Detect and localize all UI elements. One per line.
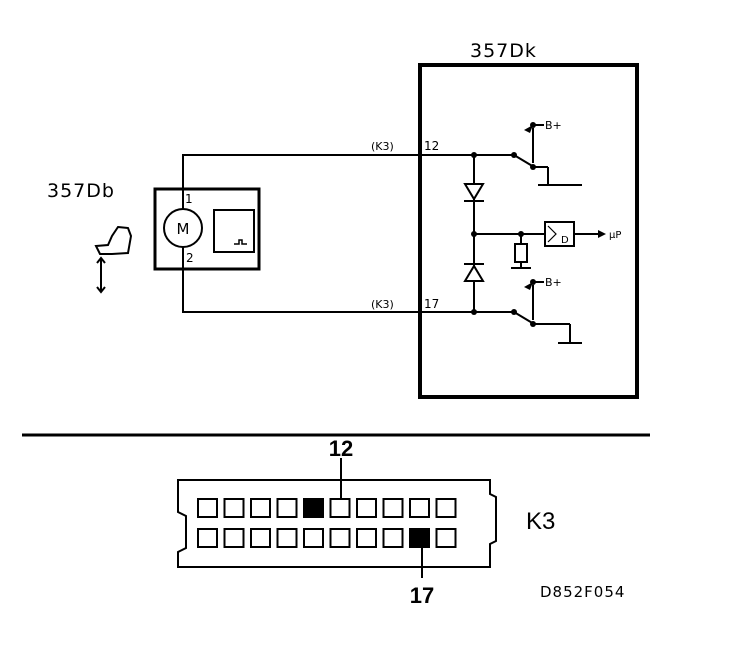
connector-pin xyxy=(356,528,377,548)
connector-pin xyxy=(276,498,298,518)
pulse-icon xyxy=(234,239,247,245)
ecu-box xyxy=(418,63,639,399)
connector-pin-highlighted xyxy=(303,498,324,518)
connector-pin xyxy=(329,528,351,548)
wire-top-pin: 12 xyxy=(424,139,439,153)
flipflop-box xyxy=(544,221,575,247)
motor-symbol-letter: M xyxy=(177,220,190,238)
connector-housing xyxy=(177,479,497,568)
connector-pin xyxy=(303,528,324,548)
ecu-label: 357Dk xyxy=(470,40,537,62)
connector-pin xyxy=(382,498,404,518)
coil-arrow-bottom xyxy=(524,282,533,290)
wire-bottom-connector: (K3) xyxy=(371,298,394,311)
supply-bottom: B+ xyxy=(545,276,562,289)
resistor xyxy=(514,243,528,263)
connector-pin xyxy=(435,528,457,548)
connector-pin xyxy=(409,498,430,518)
connector-pin xyxy=(435,498,457,518)
motor-component-label: 357Db xyxy=(47,180,115,202)
connector-pin xyxy=(276,528,298,548)
flipflop-letter: D xyxy=(561,235,569,246)
connector-pin xyxy=(223,528,245,548)
wire-top-connector: (K3) xyxy=(371,140,394,153)
motor-pin-1: 1 xyxy=(185,192,193,206)
wire-bottom xyxy=(182,247,420,313)
motor-pin-2: 2 xyxy=(186,251,194,265)
seat-icon xyxy=(94,225,133,294)
connector-pin xyxy=(329,498,351,518)
connector-name: K3 xyxy=(526,508,555,535)
connector-pin xyxy=(356,498,377,518)
connector-pin xyxy=(197,498,218,518)
motor-module-box xyxy=(153,187,261,271)
drawing-code: D852F054 xyxy=(540,583,625,601)
connector-pin xyxy=(250,498,271,518)
junction-bottom xyxy=(471,309,477,315)
connector-pin-highlighted xyxy=(409,528,430,548)
connector-pin xyxy=(382,528,404,548)
relay-switch-top xyxy=(513,124,582,186)
connector-pin-bottom-label: 17 xyxy=(410,583,434,608)
hall-sensor-box xyxy=(213,209,255,253)
connector-pin xyxy=(223,498,245,518)
connector-pin-top-label: 12 xyxy=(329,436,353,461)
output-label: μP xyxy=(609,230,621,241)
output-arrow xyxy=(598,230,606,238)
relay-switch-bottom xyxy=(513,281,582,344)
connector-pin xyxy=(197,528,218,548)
connector-pin xyxy=(250,528,271,548)
junction-top xyxy=(471,152,477,158)
connector-pin-row-2 xyxy=(197,528,457,548)
wire-top xyxy=(182,154,420,209)
coil-arrow-top xyxy=(524,125,533,133)
wire-bottom-pin: 17 xyxy=(424,297,439,311)
diode-top xyxy=(463,183,485,202)
supply-top: B+ xyxy=(545,119,562,132)
diode-bottom xyxy=(463,263,485,282)
